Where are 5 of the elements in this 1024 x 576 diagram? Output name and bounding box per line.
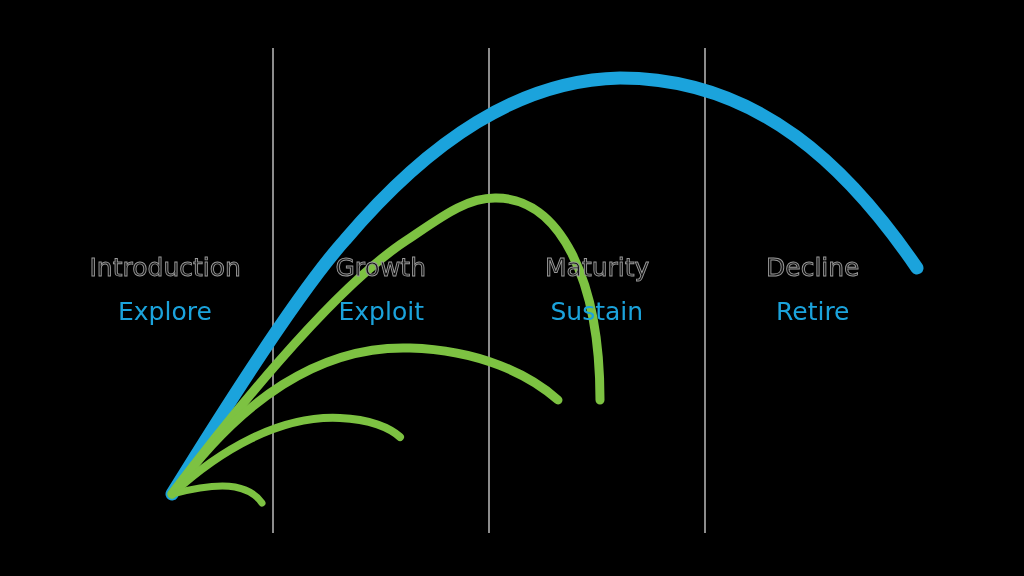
- stage-strategy: Retire: [776, 299, 850, 324]
- stage-strategy: Explore: [118, 299, 212, 324]
- stage-heading: Decline: [766, 255, 860, 280]
- stage-heading: Introduction: [89, 255, 241, 280]
- stage-strategy: Exploit: [338, 299, 424, 324]
